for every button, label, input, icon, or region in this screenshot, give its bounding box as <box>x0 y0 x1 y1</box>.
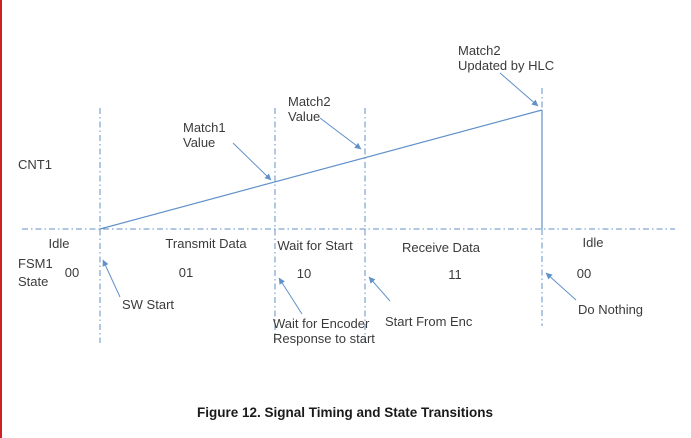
sw-start-annotation: SW Start <box>122 297 175 312</box>
match1-annotation-line2: Value <box>183 135 216 150</box>
state-region-wait-for-start: Wait for Start <box>277 238 353 253</box>
cnt1-ramp-line <box>99 109 543 230</box>
state-region-idle-left: Idle <box>48 236 70 251</box>
sw-start-arrow <box>102 259 121 298</box>
match2-value-arrow <box>319 117 362 150</box>
match2-value-annotation: Match2 Value <box>288 94 331 124</box>
wait-encoder-annotation-line2: Response to start <box>273 331 375 346</box>
state-code-idle-left: 00 <box>64 265 80 280</box>
match2-updated-annotation-line1: Match2 <box>458 43 501 58</box>
match1-arrow <box>232 142 272 181</box>
match2-updated-annotation-line2: Updated by HLC <box>458 58 555 73</box>
state-region-receive-data: Receive Data <box>401 240 481 255</box>
state-code-receive-data: 11 <box>448 267 462 282</box>
state-region-transmit-data: Transmit Data <box>165 236 247 251</box>
wait-encoder-arrow <box>278 277 303 315</box>
start-from-enc-arrow <box>368 276 391 302</box>
match2-value-annotation-line2: Value <box>288 109 321 124</box>
match2-value-annotation-line1: Match2 <box>288 94 331 109</box>
wait-encoder-annotation: Wait for Encoder Response to start <box>273 316 375 346</box>
state-code-wait-for-start: 10 <box>296 266 312 281</box>
state-code-transmit-data: 01 <box>178 265 194 280</box>
page-edge-rule <box>0 0 2 438</box>
fsm1-state-label: FSM1 State <box>18 255 53 291</box>
figure-caption: Figure 12. Signal Timing and State Trans… <box>196 405 494 420</box>
fsm1-label-line1: FSM1 <box>18 256 53 271</box>
cnt1-signal-label: CNT1 <box>18 157 52 172</box>
start-from-enc-annotation: Start From Enc <box>385 314 473 329</box>
do-nothing-arrow <box>545 272 577 301</box>
state-region-idle-right: Idle <box>582 235 604 250</box>
wait-encoder-annotation-line1: Wait for Encoder <box>273 316 370 331</box>
do-nothing-annotation: Do Nothing <box>578 302 644 317</box>
fsm1-label-line2: State <box>18 274 49 289</box>
match2-updated-arrow <box>499 72 539 107</box>
match1-annotation-line1: Match1 <box>183 120 226 135</box>
state-code-idle-right: 00 <box>576 266 592 281</box>
match2-updated-annotation: Match2 Updated by HLC <box>458 43 554 73</box>
match1-value-annotation: Match1 Value <box>183 120 226 150</box>
